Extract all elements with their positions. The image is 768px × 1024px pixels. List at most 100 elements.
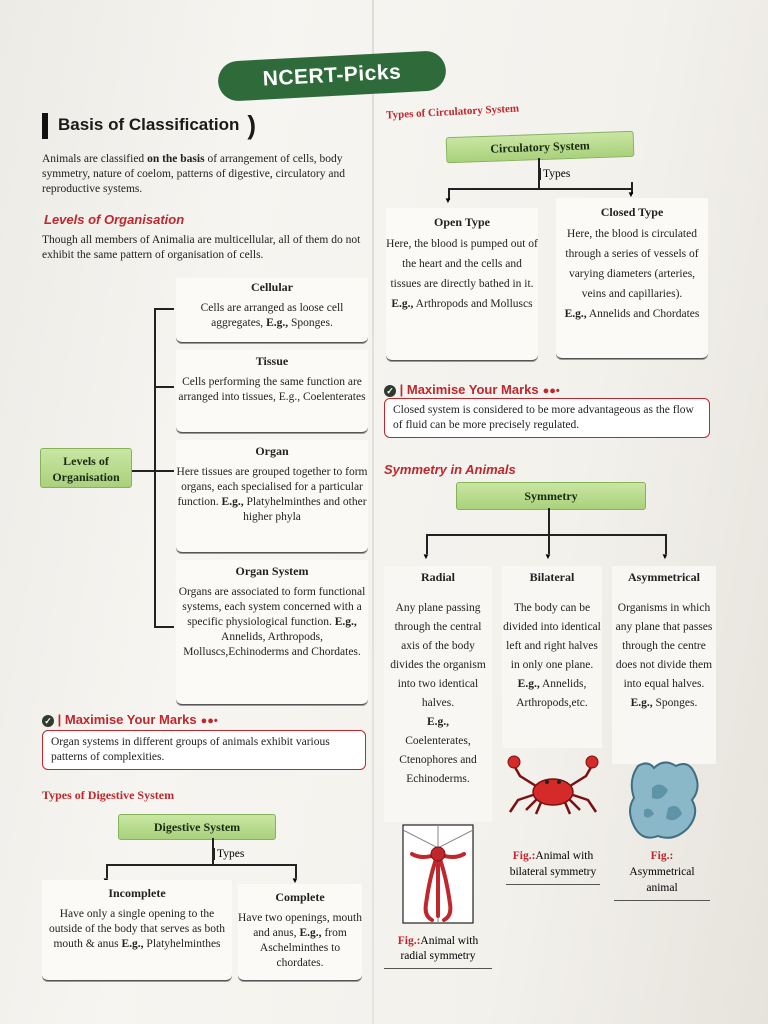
connector	[631, 182, 633, 194]
check-icon: ✓	[384, 384, 396, 397]
card-text: Have two openings, mouth and anus,	[238, 912, 362, 939]
card-title: Open Type	[434, 215, 490, 229]
digestive-card-complete: Complete Have two openings, mouth and an…	[238, 884, 362, 981]
fig-text: Animal with radial symmetry	[400, 935, 479, 962]
maximise-box-right: Closed system is considered to be more a…	[384, 398, 710, 438]
connector	[665, 534, 667, 554]
connector	[548, 534, 550, 554]
card-eg-text: Arthropods and Molluscs	[413, 298, 533, 310]
levels-heading: Levels of Organisation	[44, 212, 185, 227]
connector	[106, 864, 108, 878]
card-eg-text: Coelenterates, Ctenophores and Echinoder…	[399, 735, 477, 785]
card-text: Cells are arranged as loose cell aggrega…	[200, 302, 344, 329]
arrow-down-icon: ▼	[627, 190, 635, 199]
fig-label: Fig.:	[650, 850, 674, 862]
types-label: Types	[214, 848, 244, 860]
connector	[212, 838, 214, 864]
circulatory-heading: Types of Circulatory System	[385, 102, 520, 122]
arrow-down-icon: ▼	[444, 196, 452, 205]
card-text: Organisms in which any plane that passes…	[615, 602, 713, 690]
card-text: The body can be divided into identical l…	[503, 602, 601, 671]
circulatory-card-open: Open Type Here, the blood is pumped out …	[386, 208, 538, 361]
card-title: Organ System	[235, 564, 309, 578]
symmetry-card-bilateral: Bilateral The body can be divided into i…	[502, 566, 602, 748]
maximise-box-left: Organ systems in different groups of ani…	[42, 730, 366, 770]
connector	[295, 864, 297, 878]
symmetry-card-asymmetrical: Asymmetrical Organisms in which any plan…	[612, 566, 716, 764]
sponge-illustration	[629, 761, 699, 839]
digestive-heading: Types of Digestive System	[42, 788, 175, 802]
basis-paragraph: Animals are classified on the basis of a…	[42, 152, 372, 197]
card-eg-text: Platyhelminthes and other higher phyla	[243, 496, 367, 523]
arrow-down-icon: ▼	[661, 552, 669, 561]
card-eg: E.g.,	[426, 716, 450, 728]
card-text: Cells performing the same function are a…	[178, 376, 366, 403]
connector	[154, 308, 156, 626]
card-eg-text: Annelids, Arthropods,etc.	[516, 678, 588, 709]
fig-label: Fig.:	[512, 850, 536, 862]
card-title: Organ	[255, 444, 289, 458]
card-eg: E.g.,	[221, 496, 244, 508]
ncert-picks-banner: NCERT-Picks	[217, 50, 447, 102]
basis-heading: Basis of Classification)	[42, 110, 256, 141]
arrow-down-icon: ▼	[422, 552, 430, 561]
fig-text: Asymmetrical animal	[629, 866, 695, 894]
card-title: Radial	[420, 570, 455, 584]
dots-icon: ●●•	[200, 715, 218, 727]
card-eg-text: Platyhelminthes	[143, 938, 221, 950]
check-icon: ✓	[42, 714, 54, 727]
card-title: Asymmetrical	[628, 570, 700, 584]
card-eg: E.g.,	[630, 697, 653, 709]
connector	[132, 470, 154, 472]
connector	[448, 188, 632, 190]
card-eg-text: Annelids, Arthropods, Molluscs,Echinoder…	[183, 631, 361, 658]
level-card-organ-system: Organ System Organs are associated to fo…	[176, 560, 368, 705]
basis-heading-text: Basis of Classification	[58, 114, 240, 134]
card-text: Any plane passing through the central ax…	[390, 602, 486, 709]
card-title: Closed Type	[600, 205, 664, 219]
symmetry-heading: Symmetry in Animals	[384, 462, 516, 477]
heading-bar	[42, 112, 48, 139]
card-eg-text: Sponges.	[288, 317, 333, 329]
maximise-title: Maximise Your Marks	[406, 382, 539, 397]
digestive-card-incomplete: Incomplete Have only a single opening to…	[42, 880, 232, 981]
connector	[154, 626, 174, 628]
card-title: Bilateral	[529, 570, 575, 584]
maximise-heading-left: ✓ | Maximise Your Marks●●•	[42, 712, 218, 727]
maximise-heading-right: ✓ | Maximise Your Marks●●•	[384, 382, 560, 397]
card-text: Organs are associated to form functional…	[178, 586, 366, 628]
circulatory-root-box: Circulatory System	[445, 130, 635, 164]
fig-caption-radial: Fig.:Animal with radial symmetry	[384, 934, 492, 969]
heading-bracket: )	[247, 110, 257, 140]
connector	[106, 864, 296, 866]
radial-animal-illustration	[402, 824, 474, 924]
arrow-down-icon: ▼	[291, 876, 299, 885]
card-title: Incomplete	[108, 886, 166, 900]
levels-intro: Though all members of Animalia are multi…	[42, 234, 361, 261]
connector	[448, 188, 450, 200]
symmetry-root-box: Symmetry	[456, 482, 646, 510]
card-eg: E.g.,	[121, 938, 144, 950]
card-eg: E.g.,	[391, 298, 414, 310]
card-title: Cellular	[251, 280, 293, 294]
crab-illustration	[507, 755, 599, 815]
card-eg: E.g.,	[334, 616, 357, 628]
card-eg: E.g.,	[266, 317, 289, 329]
fig-label: Fig.:	[397, 935, 421, 947]
card-eg: E.g.,	[299, 927, 322, 939]
card-text: Here, the blood is circulated through a …	[565, 228, 699, 300]
card-eg-text: Annelids and Chordates	[586, 308, 700, 320]
arrow-down-icon: ▼	[544, 552, 552, 561]
basis-text-bold: on the basis	[147, 153, 205, 165]
card-text: Have only a single opening to the outsid…	[49, 908, 225, 950]
card-text: Here, the blood is pumped out of the hea…	[386, 238, 538, 290]
connector	[426, 534, 666, 536]
connector	[548, 508, 550, 534]
card-eg-text: Sponges.	[652, 697, 698, 709]
card-title: Complete	[275, 890, 325, 904]
symmetry-card-radial: Radial Any plane passing through the cen…	[384, 566, 492, 822]
card-title: Tissue	[255, 354, 289, 368]
level-card-cellular: Cellular Cells are arranged as loose cel…	[176, 278, 368, 343]
maximise-title: Maximise Your Marks	[64, 712, 197, 727]
